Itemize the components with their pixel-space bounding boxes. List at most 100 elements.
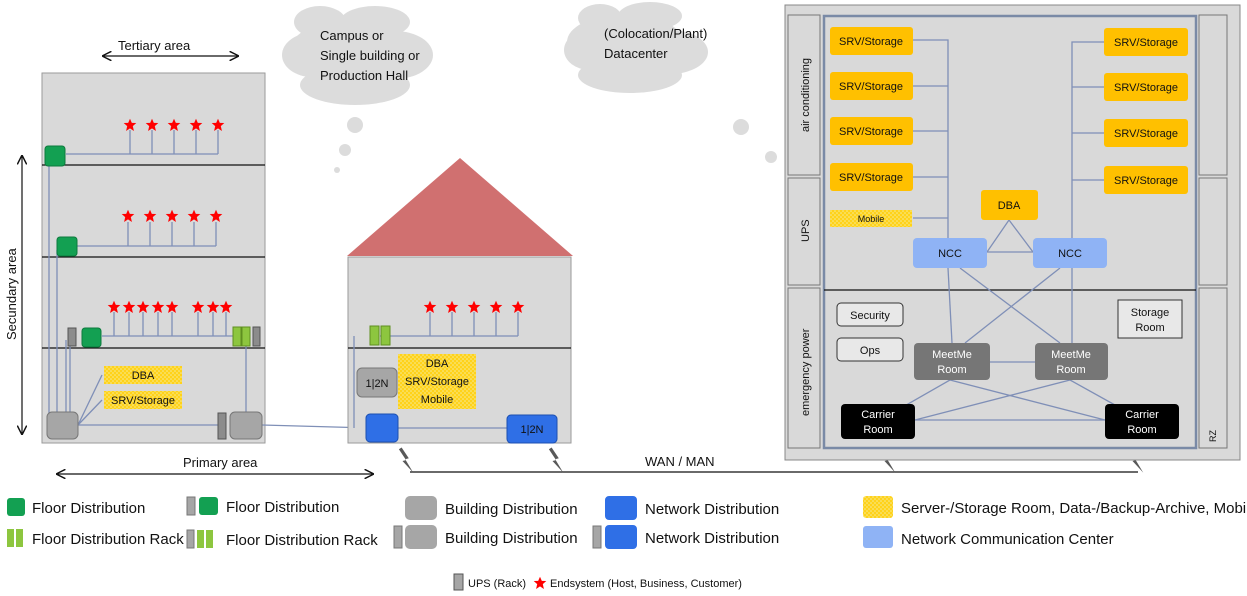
rz-label: RZ [1208, 430, 1218, 442]
floor-distribution-3 [81, 327, 102, 348]
legend-network-distribution: Network Distribution [645, 501, 779, 518]
carrier-line-1: Carrier [1125, 409, 1159, 421]
house-body [347, 256, 572, 444]
redundancy-label-house: 1|2N [365, 378, 388, 390]
side-right-bottom [1198, 287, 1228, 449]
legend-network-comm-center: Network Communication Center [901, 531, 1114, 548]
legend-building-distribution-icon [405, 496, 437, 520]
legend-floor-distribution: Floor Distribution [32, 500, 145, 517]
floor-2-wiring [76, 222, 217, 247]
campus-cloud [282, 6, 433, 173]
ups-rack-icon [67, 327, 77, 347]
campus-cloud-line-3: Production Hall [320, 68, 408, 83]
server-storage-box-house [398, 354, 476, 409]
storage-room-line-2: Room [1135, 322, 1164, 334]
dba-label-dc: DBA [998, 200, 1021, 212]
meetme-line-1: MeetMe [1051, 349, 1091, 361]
datacenter-cloud-line-2: Datacenter [604, 46, 668, 61]
srv-storage-label: SRV/Storage [1114, 37, 1178, 49]
house-roof [347, 158, 573, 256]
redundancy-label-network: 1|2N [520, 424, 543, 436]
legend-endsystem: Endsystem (Host, Business, Customer) [550, 578, 742, 590]
house-wiring [353, 312, 519, 429]
side-label-ups: UPS [800, 219, 812, 242]
floor-distribution-2 [56, 236, 78, 257]
legend-network-distribution-ups-icon [592, 525, 637, 549]
carrier-line-1: Carrier [861, 409, 895, 421]
security-box: Security [836, 302, 904, 327]
carrier-room-left: Carrier Room [841, 404, 915, 439]
srv-storage-label: SRV/Storage [1114, 175, 1178, 187]
meetme-room-left: MeetMe Room [914, 343, 990, 380]
srv-storage-label: SRV/Storage [839, 172, 903, 184]
meetme-line-1: MeetMe [932, 349, 972, 361]
srv-storage-right-4: SRV/Storage [1104, 166, 1188, 194]
side-right-top [1198, 14, 1228, 176]
side-label-aircon: air conditioning [800, 58, 812, 132]
dba-label-left: DBA [132, 370, 155, 382]
ncc-right: NCC [1033, 238, 1107, 268]
datacenter-cloud-line-1: (Colocation/Plant) [604, 26, 707, 41]
dba-box-left [104, 366, 182, 384]
mobile-label-house: Mobile [421, 394, 453, 406]
meetme-line-2: Room [1056, 364, 1085, 376]
srv-storage-label: SRV/Storage [839, 126, 903, 138]
srv-storage-left-3: SRV/Storage [830, 117, 913, 145]
legend-ncc-icon [863, 526, 893, 548]
ncc-label: NCC [1058, 248, 1082, 260]
network-distribution-house-2 [506, 414, 558, 444]
mobile-label-dc: Mobile [858, 214, 885, 224]
side-emergency [787, 287, 821, 449]
srv-storage-label: SRV/Storage [839, 36, 903, 48]
storage-room-box: Storage Room [1117, 299, 1183, 339]
carrier-line-2: Room [863, 424, 892, 436]
floor-3-wiring [102, 312, 236, 337]
legend-floor-distribution-icon [7, 498, 25, 516]
srv-storage-right-3: SRV/Storage [1104, 119, 1188, 147]
floor-distribution-1 [44, 145, 66, 167]
srv-storage-left-2: SRV/Storage [830, 72, 913, 100]
legend-network-distribution-icon [605, 496, 637, 520]
legend-floor-distribution-rack-icon [7, 529, 23, 547]
legend-server-storage: Server-/Storage Room, Data-/Backup-Archi… [901, 500, 1247, 517]
network-distribution-house [365, 413, 399, 443]
security-label: Security [850, 310, 890, 322]
lightning-icon [398, 447, 414, 473]
legend-building-distribution-ups: Building Distribution [445, 530, 578, 547]
tertiary-label: Tertiary area [118, 38, 191, 53]
meetme-line-2: Room [937, 364, 966, 376]
side-right-mid [1198, 177, 1228, 286]
secondary-label: Secundary area [4, 247, 19, 340]
legend-endsystem-icon [533, 576, 547, 589]
carrier-line-2: Room [1127, 424, 1156, 436]
legend-floor-distribution-ups: Floor Distribution [226, 499, 339, 516]
left-building-risers [48, 160, 247, 420]
ops-box: Ops [836, 337, 904, 362]
floor-distribution-rack-house [369, 325, 391, 346]
campus-cloud-line-1: Campus or [320, 28, 384, 43]
srv-storage-right-2: SRV/Storage [1104, 73, 1188, 101]
building-distribution-left [46, 411, 79, 440]
storage-room-line-1: Storage [1131, 307, 1170, 319]
legend-server-storage-icon [863, 496, 893, 518]
legend-floor-distribution-rack-ups-icon [186, 529, 213, 549]
ncc-left: NCC [913, 238, 987, 268]
srv-label-house: SRV/Storage [405, 376, 469, 388]
ops-label: Ops [860, 345, 881, 357]
dba-label-house: DBA [426, 358, 449, 370]
side-aircon [787, 14, 821, 176]
srv-label-left: SRV/Storage [111, 395, 175, 407]
floor-distribution-rack-3 [232, 326, 261, 347]
srv-storage-label: SRV/Storage [1114, 128, 1178, 140]
legend-network-distribution-ups: Network Distribution [645, 530, 779, 547]
wan-label: WAN / MAN [645, 454, 715, 469]
legend-ups-rack-icon [453, 573, 464, 591]
building-distribution-right [229, 411, 263, 440]
building-distribution-house [356, 367, 398, 398]
legend-floor-distribution-rack: Floor Distribution Rack [32, 531, 184, 548]
ncc-label: NCC [938, 248, 962, 260]
ups-rack-icon [217, 412, 227, 440]
srv-box-left [104, 391, 182, 409]
srv-storage-label: SRV/Storage [839, 81, 903, 93]
campus-cloud-line-2: Single building or [320, 48, 420, 63]
